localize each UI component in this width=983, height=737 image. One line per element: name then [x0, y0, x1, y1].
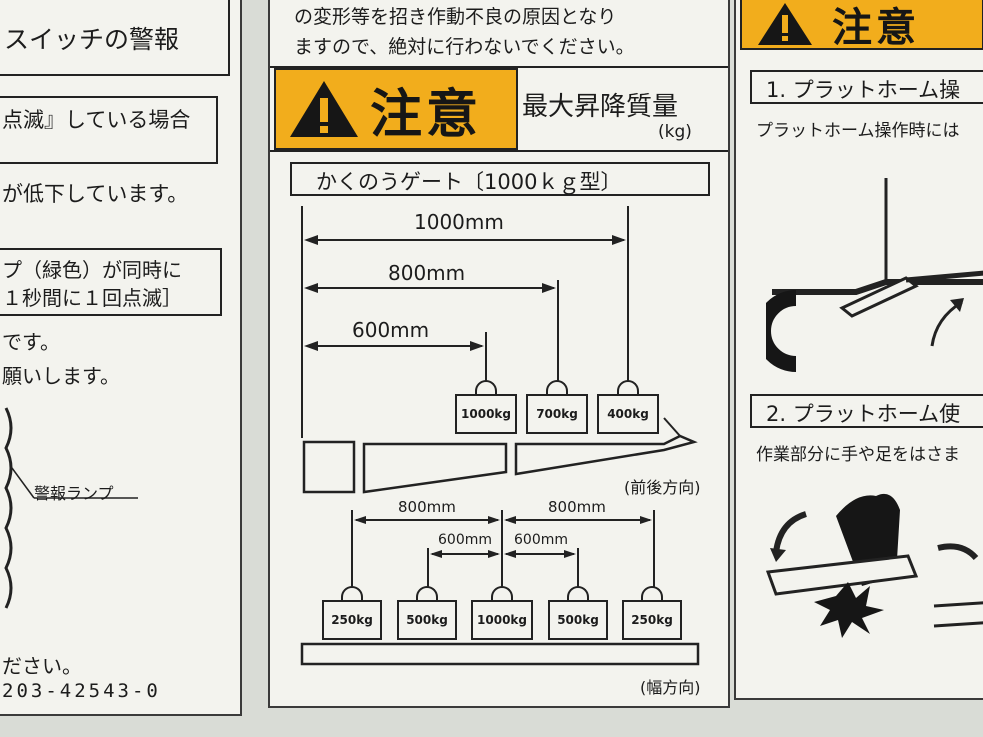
right-section2-title: 2. プラットホーム使: [766, 402, 961, 426]
width-weight-3: 1000kg: [471, 586, 533, 640]
left-line-6: ださい。: [2, 654, 82, 678]
width-direction: (幅方向): [640, 678, 701, 697]
right-warning-triangle-icon: [758, 3, 812, 45]
warning-triangle-icon: [290, 81, 358, 137]
weight-400kg: 400kg: [597, 380, 659, 434]
right-section2-text: 作業部分に手や足をはさま: [756, 445, 960, 465]
left-title: スイッチの警報: [4, 25, 180, 54]
left-lamp-frame: [0, 248, 222, 316]
center-label-panel: の変形等を招き作動不良の原因となり ますので、絶対に行わないでください。 注意 …: [268, 0, 730, 708]
caution-word: 注意: [370, 83, 483, 145]
width-weight-1: 250kg: [322, 586, 382, 640]
center-top-line-1: の変形等を招き作動不良の原因となり: [294, 6, 617, 28]
max-load-title: 最大昇降質量: [522, 92, 679, 122]
width-weight-5: 250kg: [622, 586, 682, 640]
max-load-unit: (kg): [658, 122, 692, 142]
center-top-line-2: ますので、絶対に行わないでください。: [294, 36, 635, 58]
width-weight-4: 500kg: [548, 586, 608, 640]
left-line-5: 願いします。: [2, 364, 120, 388]
width-diagram: [300, 510, 700, 666]
platform-operation-illustration: [766, 178, 983, 372]
weight-1000kg-foreaft: 1000kg: [455, 380, 517, 434]
right-section1-title: 1. プラットホーム操: [766, 78, 961, 102]
hand-pinch-illustration: [766, 493, 983, 638]
right-label-panel: 注意 1. プラットホーム操 プラットホーム操作時には 2. プラットホーム使 …: [734, 0, 983, 700]
right-section2-frame: [750, 394, 983, 428]
width-dim-right-600mm: 600mm: [514, 532, 568, 548]
left-title-frame: [0, 0, 230, 76]
caution-header: 注意: [274, 68, 518, 150]
right-section1-text: プラットホーム操作時には: [756, 121, 960, 141]
right-section1-frame: [750, 70, 983, 104]
fore-aft-diagram: [301, 206, 698, 494]
left-line-1: 点滅』している場合: [2, 108, 191, 132]
model-title-frame: [290, 162, 710, 196]
center-top-divider: [270, 66, 728, 68]
left-line-4: です。: [2, 330, 60, 354]
part-number: 203-42543-0: [2, 680, 161, 702]
left-line-2: が低下しています。: [2, 182, 189, 206]
dim-800mm: 800mm: [388, 261, 466, 285]
left-line-3a: プ（緑色）が同時に: [2, 258, 182, 282]
caution-bottom-divider: [270, 150, 728, 152]
warning-lamp-illustration: [4, 407, 138, 609]
weight-700kg: 700kg: [526, 380, 588, 434]
model-title: かくのうゲート〔1000ｋｇ型〕: [316, 170, 622, 194]
fore-aft-direction: (前後方向): [624, 478, 701, 497]
right-caution-header: 注意: [740, 0, 983, 51]
width-dim-right-800mm: 800mm: [548, 498, 606, 516]
warning-lamp-label: 警報ランプ: [34, 484, 114, 503]
left-status-frame: [0, 96, 218, 164]
dim-1000mm: 1000mm: [414, 210, 504, 234]
left-label-panel: スイッチの警報 点滅』している場合 が低下しています。 プ（緑色）が同時に １秒…: [0, 0, 242, 716]
width-dim-left-600mm: 600mm: [438, 532, 492, 548]
left-line-3b: １秒間に１回点滅］: [2, 286, 182, 310]
dim-600mm: 600mm: [352, 318, 430, 342]
width-dim-left-800mm: 800mm: [398, 498, 456, 516]
right-caution-word: 注意: [832, 4, 920, 51]
width-weight-2: 500kg: [397, 586, 457, 640]
